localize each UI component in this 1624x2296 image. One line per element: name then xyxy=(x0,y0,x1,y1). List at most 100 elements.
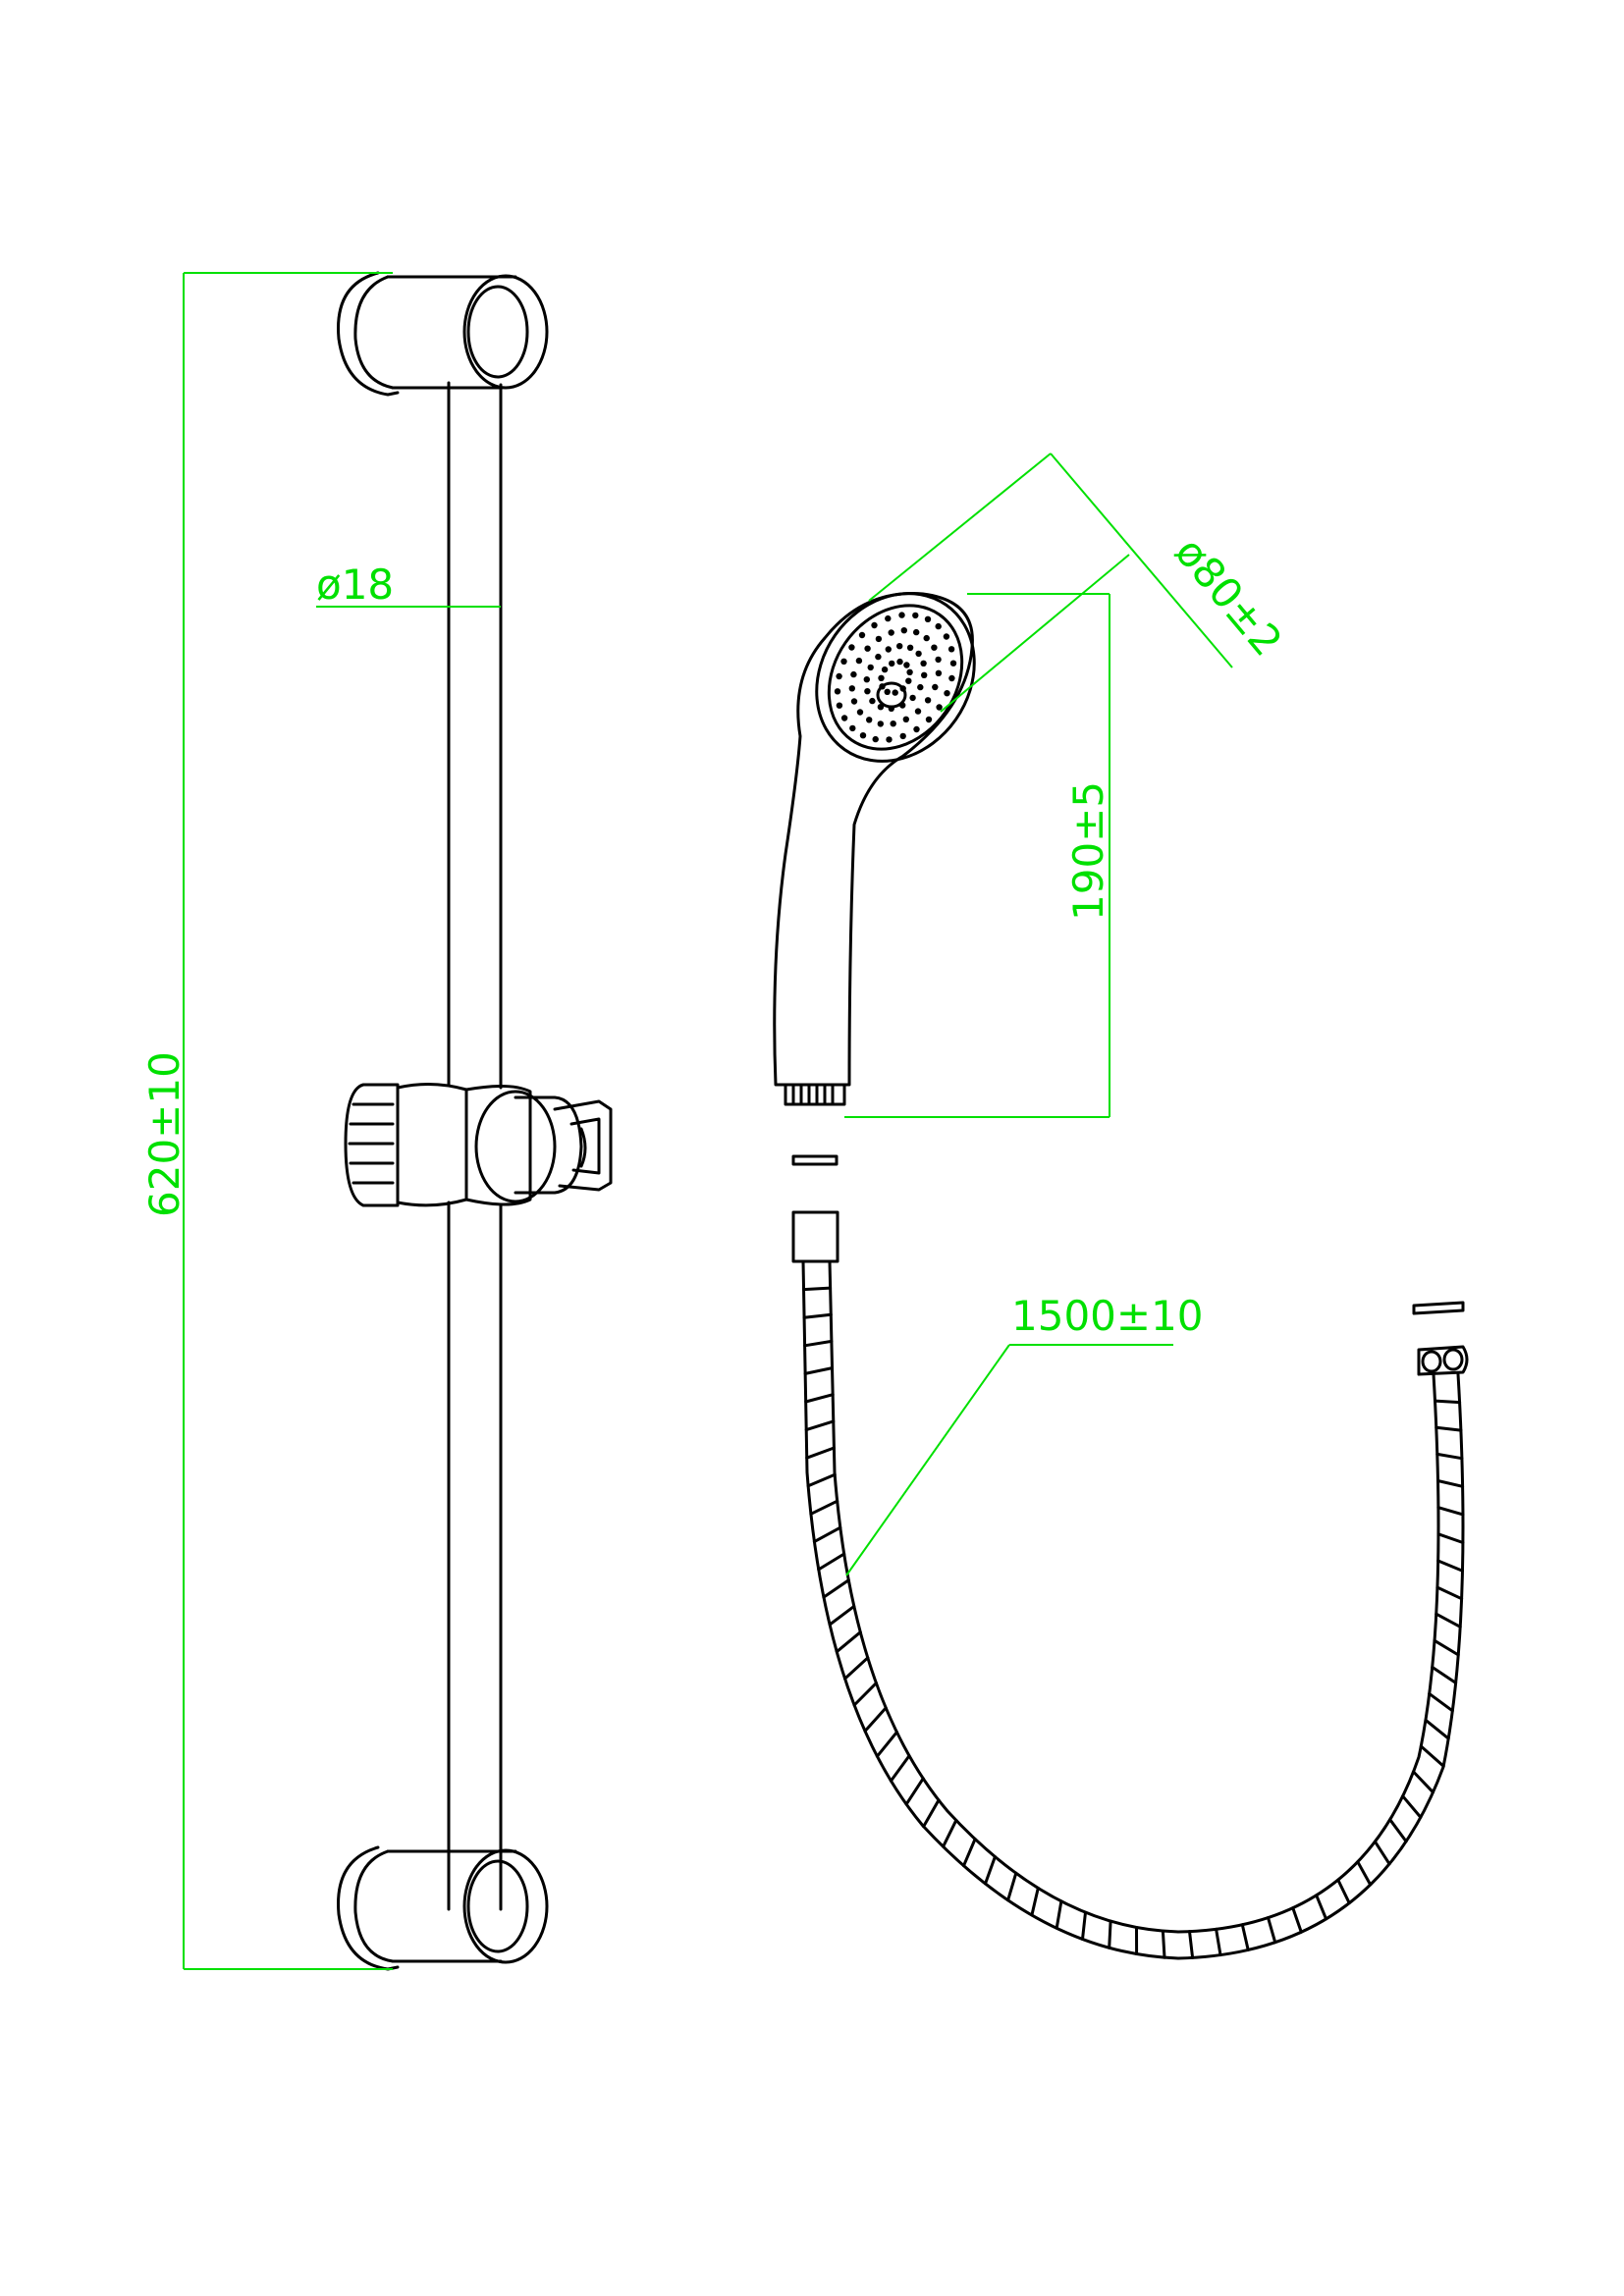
spray-nozzle xyxy=(884,688,891,695)
spray-nozzle xyxy=(947,646,955,653)
spray-nozzle xyxy=(913,725,920,733)
spray-nozzle xyxy=(909,694,916,702)
slide-rail xyxy=(337,271,613,1971)
spray-nozzle xyxy=(849,724,856,732)
sliding-holder xyxy=(344,1082,613,1207)
spray-nozzle xyxy=(856,709,864,716)
spray-nozzle xyxy=(885,646,892,653)
hose-segment xyxy=(1431,1665,1458,1684)
hose-segment xyxy=(1388,1818,1408,1843)
spray-nozzle xyxy=(889,660,895,667)
hose-segment xyxy=(962,1838,977,1868)
spray-nozzle xyxy=(924,615,932,622)
hose-segment xyxy=(812,1525,842,1544)
spray-nozzle xyxy=(864,688,871,695)
spray-nozzle xyxy=(890,721,896,727)
spray-nozzle xyxy=(840,658,847,665)
hose-segment xyxy=(804,1393,835,1404)
spray-nozzle xyxy=(936,704,943,711)
hose-segment xyxy=(1188,1930,1195,1959)
hose-segment xyxy=(802,1312,833,1319)
spray-nozzle xyxy=(850,698,858,705)
hose-segment xyxy=(843,1656,870,1681)
spray-nozzle xyxy=(900,627,907,634)
spray-nozzle xyxy=(899,732,906,740)
hose-segment xyxy=(1215,1927,1222,1957)
dimension-handshower-length: 190±5 xyxy=(844,593,1112,1118)
spray-nozzle xyxy=(932,683,939,691)
spray-nozzle xyxy=(906,668,913,675)
hose-segment xyxy=(1424,1718,1450,1740)
spray-nozzle xyxy=(899,685,906,692)
hose-segment xyxy=(806,1472,837,1488)
spray-nozzle xyxy=(935,656,942,664)
hose-segment xyxy=(835,1630,862,1654)
hose-length-label: 1500±10 xyxy=(1011,1292,1204,1340)
hose-segment xyxy=(804,1419,836,1432)
spray-nozzle xyxy=(879,683,886,690)
hose-segment xyxy=(1436,1559,1464,1573)
hose-segment xyxy=(1240,1923,1250,1951)
spray-nozzle xyxy=(915,650,922,658)
spray-nozzle xyxy=(888,629,894,636)
spray-nozzle xyxy=(943,633,950,640)
hose-segment xyxy=(1435,1585,1464,1601)
rail-length-label: 620±10 xyxy=(140,1051,189,1217)
hose-segment xyxy=(1373,1840,1391,1866)
hose-segment xyxy=(828,1604,856,1627)
spray-nozzle xyxy=(899,702,906,709)
rail-bar xyxy=(447,381,503,1911)
spray-nozzle xyxy=(850,670,857,678)
hose-segment xyxy=(805,1446,836,1460)
hose-segment xyxy=(1412,1770,1435,1794)
spray-nozzles xyxy=(834,612,957,743)
hose-end-nut xyxy=(1412,1301,1469,1376)
spray-nozzle xyxy=(836,702,843,709)
washer xyxy=(791,1154,839,1166)
spray-nozzle xyxy=(871,621,878,629)
spray-nozzle xyxy=(931,644,938,651)
dimension-head-diameter: ø80±2 xyxy=(868,453,1292,713)
hose-segment xyxy=(1419,1744,1445,1768)
hose-segment xyxy=(803,1339,834,1348)
hose-segment xyxy=(1336,1878,1351,1905)
spray-nozzle xyxy=(948,674,955,682)
hose-segment xyxy=(1006,1871,1018,1902)
spray-nozzle xyxy=(877,721,884,727)
hose-segment xyxy=(1436,1532,1465,1544)
hose-segment xyxy=(1315,1894,1328,1921)
hand-shower xyxy=(773,592,976,1166)
spray-nozzle xyxy=(892,689,898,696)
head-diameter-label: ø80±2 xyxy=(1165,528,1291,666)
spray-nozzle xyxy=(920,660,927,667)
hose-segment xyxy=(863,1706,888,1733)
hose-segment xyxy=(802,1286,833,1292)
spray-nozzle xyxy=(872,735,879,743)
spray-nozzle xyxy=(885,614,892,622)
hose-segments xyxy=(802,1286,1465,1959)
spray-nozzle xyxy=(902,716,909,722)
hose-segment xyxy=(1435,1612,1462,1629)
hose-segment xyxy=(803,1366,834,1375)
hose-segment xyxy=(922,1798,941,1829)
spray-nozzle xyxy=(864,645,871,652)
spray-nozzle xyxy=(914,708,922,715)
hose-segment xyxy=(1428,1691,1454,1713)
hose-segment xyxy=(1434,1399,1462,1405)
spray-nozzle xyxy=(896,643,903,650)
spray-nozzle xyxy=(855,657,863,665)
spray-nozzle xyxy=(886,736,893,743)
spray-nozzle xyxy=(913,628,920,636)
spray-nozzle xyxy=(917,683,924,691)
hose-segment xyxy=(817,1552,846,1572)
spray-nozzle xyxy=(898,612,905,618)
hose-segment xyxy=(809,1499,839,1516)
hose-segment xyxy=(904,1777,925,1806)
hose-segment xyxy=(875,1731,898,1758)
hose-segment xyxy=(942,1818,958,1848)
hose-segment xyxy=(822,1578,850,1599)
hose-segment xyxy=(1267,1916,1277,1945)
hose-segment xyxy=(1401,1794,1423,1819)
spray-nozzle xyxy=(881,666,889,673)
hose-segment xyxy=(852,1682,878,1707)
